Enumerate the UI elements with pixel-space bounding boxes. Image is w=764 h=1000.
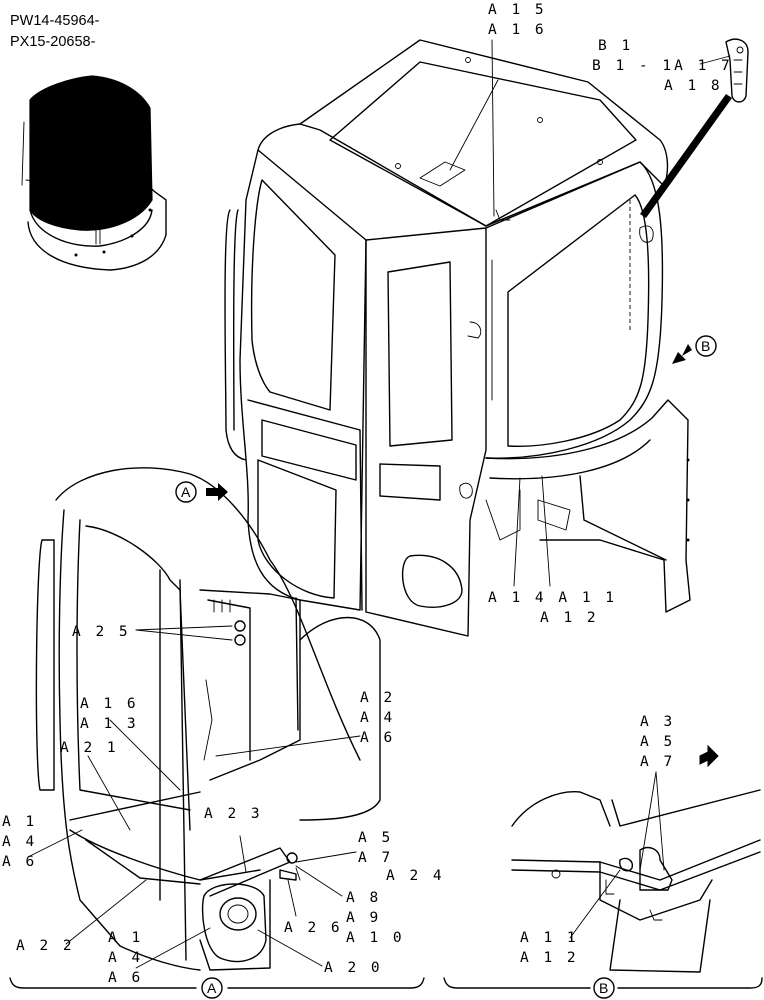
serial-range-1: PW14-45964- — [10, 13, 100, 29]
label-a1-bottom: A 1 — [108, 930, 143, 946]
label-b1-a17: B 1 - 1A 1 7 — [592, 58, 733, 74]
leader-a15-a16 — [491, 39, 495, 217]
label-a20: A 2 0 — [324, 960, 383, 976]
label-a8: A 8 — [346, 890, 381, 906]
detail-a-circle-label: A — [207, 980, 217, 996]
label-b-a7: A 7 — [640, 754, 675, 770]
label-a14-a11: A 1 4 A 1 1 — [488, 590, 617, 606]
label-a1-left: A 1 — [2, 814, 37, 830]
label-a6-top: A 6 — [360, 730, 395, 746]
svg-text:A: A — [181, 484, 191, 500]
label-a21: A 2 1 — [60, 740, 119, 756]
label-a26: A 2 6 — [284, 920, 343, 936]
label-a25: A 2 5 — [72, 624, 131, 640]
label-a12: A 1 2 — [540, 610, 599, 626]
label-b-a3: A 3 — [640, 714, 675, 730]
label-b-a5: A 5 — [640, 734, 675, 750]
latch-part-b1 — [725, 38, 749, 103]
svg-text:B: B — [701, 338, 710, 354]
label-a22: A 2 2 — [16, 938, 75, 954]
cab-thumbnail — [21, 75, 167, 271]
label-b1: B 1 — [598, 38, 633, 54]
label-a24: A 2 4 — [386, 868, 445, 884]
label-a13: A 1 3 — [80, 716, 139, 732]
detail-b-circle-label: B — [599, 980, 608, 996]
label-a2: A 2 — [360, 690, 395, 706]
label-b-a11: A 1 1 — [520, 930, 579, 946]
label-a4-bottom: A 4 — [108, 950, 143, 966]
label-a10: A 1 0 — [346, 930, 405, 946]
label-a7-detail: A 7 — [358, 850, 393, 866]
label-a6-left: A 6 — [2, 854, 37, 870]
label-a6-bottom: A 6 — [108, 970, 143, 986]
label-b-a12: A 1 2 — [520, 950, 579, 966]
label-a15: A 1 5 — [488, 2, 547, 18]
cab-main-view — [224, 39, 732, 637]
label-a5-detail: A 5 — [358, 830, 393, 846]
label-a23: A 2 3 — [204, 806, 263, 822]
label-a9: A 9 — [346, 910, 381, 926]
view-b-marker: B — [672, 335, 717, 364]
view-a-marker: A — [175, 481, 228, 503]
b1-pointer-wedge — [640, 94, 732, 218]
serial-range-2: PX15-20658- — [10, 34, 96, 50]
label-a18: A 1 8 — [664, 78, 723, 94]
label-a4-top: A 4 — [360, 710, 395, 726]
label-a16-detail: A 1 6 — [80, 696, 139, 712]
label-a16: A 1 6 — [488, 22, 547, 38]
label-a4-left: A 4 — [2, 834, 37, 850]
detail-view-a: A — [9, 467, 425, 999]
detail-view-b: B — [443, 744, 763, 999]
